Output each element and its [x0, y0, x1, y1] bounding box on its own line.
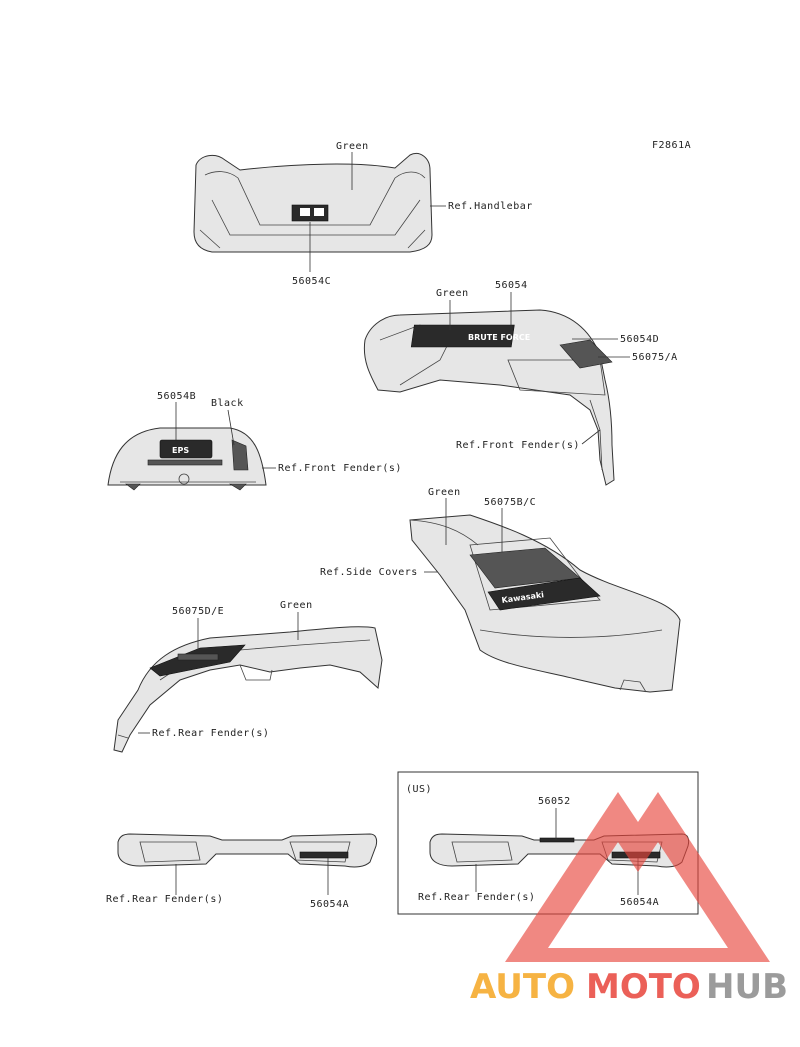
figure-code: F2861A — [652, 140, 691, 151]
kawasaki-side-decal — [487, 577, 601, 611]
side-cover-green-label: Green — [428, 487, 461, 498]
watermark-hub: HUB — [706, 967, 788, 1007]
part-56054D-label: 56054D — [620, 334, 659, 345]
front-cover: EPS — [107, 427, 267, 491]
rear-bumper — [117, 833, 378, 868]
rear-fender-green-label: Green — [280, 600, 313, 611]
front-cover-black-label: Black — [211, 398, 244, 409]
part-56052-label: 56052 — [538, 796, 571, 807]
ref-front-fender-2-label: Ref.Front Fender(s) — [278, 463, 402, 474]
handlebar-green-label: Green — [336, 141, 369, 152]
ref-side-covers-label: Ref.Side Covers — [320, 567, 418, 578]
us-decal-56052 — [539, 837, 575, 843]
us-box-title: (US) — [406, 784, 432, 795]
bumper-decal — [299, 851, 349, 859]
watermark-auto: AUTO — [470, 967, 575, 1007]
stripe-decal-56075 — [559, 339, 613, 369]
eps-decal-text: EPS — [172, 446, 189, 455]
us-part-56054A-label: 56054A — [620, 897, 659, 908]
part-56054B-label: 56054B — [157, 391, 196, 402]
part-56054A-label: 56054A — [310, 899, 349, 910]
ref-front-fender-label: Ref.Front Fender(s) — [456, 440, 580, 451]
part-56075BC-label: 56075B/C — [484, 497, 536, 508]
brute-force-decal-text: BRUTE FORCE — [468, 333, 530, 342]
ref-handlebar-label: Ref.Handlebar — [448, 201, 533, 212]
handlebar-cover — [193, 153, 433, 253]
brute-force-decal — [410, 324, 515, 348]
rear-fender-decal-strip — [177, 653, 219, 661]
part-56054-label: 56054 — [495, 280, 528, 291]
eps-decal — [159, 439, 213, 459]
rear-fender — [113, 626, 383, 753]
part-56054C-label: 56054C — [292, 276, 331, 287]
ref-rear-fender-label: Ref.Rear Fender(s) — [152, 728, 269, 739]
us-ref-rear-fender-label: Ref.Rear Fender(s) — [418, 892, 535, 903]
watermark-logo-icon — [505, 792, 770, 962]
automotohub-watermark: AUTO MOTO HUB — [470, 792, 788, 1007]
front-fender: BRUTE FORCE — [363, 309, 615, 486]
front-fender-green-label: Green — [436, 288, 469, 299]
side-cover: Kawasaki — [409, 514, 681, 693]
eps-subtext-strip — [147, 459, 223, 466]
part-56075DE-label: 56075D/E — [172, 606, 224, 617]
part-56075A-label: 56075/A — [632, 352, 678, 363]
ref-rear-fender-2-label: Ref.Rear Fender(s) — [106, 894, 223, 905]
watermark-moto: MOTO — [586, 967, 701, 1007]
rear-fender-decal — [149, 644, 246, 677]
